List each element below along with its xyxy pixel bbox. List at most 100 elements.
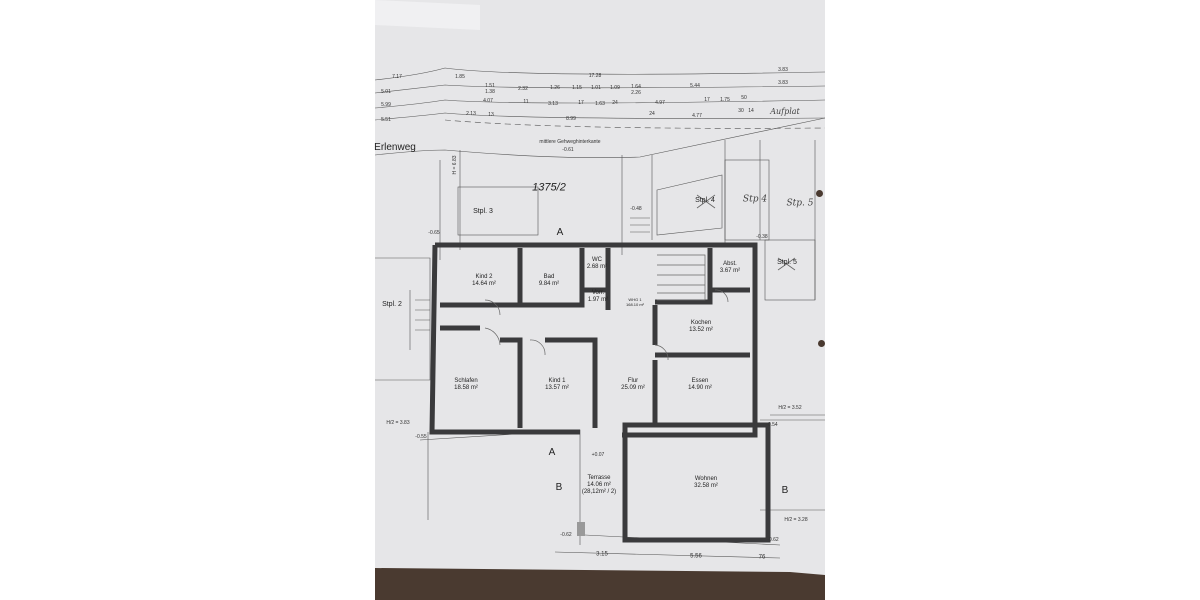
dimension: 5.51 (381, 117, 391, 123)
sidewalk-label: mittlere Gehweghinterkante (539, 139, 601, 145)
room-name: WC (592, 256, 602, 263)
room-area: 14.64 m² (472, 281, 496, 287)
dimension: 3.83 (778, 80, 788, 86)
stairs (484, 254, 729, 361)
room-area: 168.10 m² (625, 302, 645, 307)
room-name: Vorr. (591, 289, 605, 296)
parking-label: Stpl. 3 (473, 207, 493, 215)
section-marker-a: A (556, 227, 564, 238)
dimension: 4.77 (692, 113, 702, 119)
parking-label: Stpl. 4 (695, 196, 715, 204)
dimension: 11 (523, 99, 529, 105)
room-area: 13.57 m² (545, 385, 569, 391)
dimension: 76 (758, 554, 766, 561)
section-marker-b: B (555, 482, 563, 493)
room-vorr: Vorr.1.97 m² (588, 290, 608, 304)
room-name: Abst. (723, 260, 737, 267)
dimension: 50 (741, 95, 747, 101)
room-area: 9.84 m² (538, 281, 560, 287)
dimension: 5.01 (381, 89, 391, 95)
dimension: 1.01 (591, 85, 601, 91)
dimension: 2.26 (631, 90, 641, 96)
level-mark: +0.07 (591, 452, 605, 458)
room-name: Kind 2 (475, 273, 493, 280)
sidewalk-level: -0.61 (562, 147, 574, 153)
room-name: Flur (627, 377, 639, 384)
parking-label-handwritten: Stp. 5 (786, 198, 814, 209)
dimension: 5.99 (381, 102, 391, 108)
section-marker-a: A (548, 447, 556, 458)
dimension: 13 (488, 112, 494, 118)
level-mark: -0.38 (756, 234, 768, 240)
dimension: 2.13 (466, 111, 476, 117)
dimension: 17 (704, 97, 710, 103)
dimension: 3.15 (596, 551, 608, 558)
height-note: H/2 = 3.52 (778, 405, 802, 411)
dimension: 8.99 (566, 116, 576, 122)
punch-hole (816, 190, 823, 197)
dimension: 1.51 (485, 83, 495, 89)
dimension: 1.26 (550, 85, 560, 91)
dimension: 17.28 (588, 73, 602, 79)
dimension: 24 (612, 100, 618, 106)
room-area: 18.58 m² (454, 385, 478, 391)
room-name: Schlafen (454, 377, 478, 384)
level-mark: -0.55 (415, 434, 427, 440)
parcel-number: 1375/2 (532, 181, 566, 194)
dimension: 1.09 (610, 85, 620, 91)
dimension: 1.75 (720, 97, 730, 103)
room-note: (28,12m² / 2) (581, 489, 617, 496)
room-name: Wohnen (694, 475, 718, 482)
dimension: 14 (748, 108, 754, 114)
column (577, 522, 585, 536)
room-abst: Abst.3.67 m² (720, 261, 740, 275)
room-name: Kochen (690, 319, 712, 326)
level-mark: -0.65 (428, 230, 440, 236)
room-name: Terrasse (587, 475, 611, 482)
dimension: 4.97 (655, 100, 665, 106)
dimension: 2.32 (518, 86, 528, 92)
room-area: 25.09 m² (621, 385, 645, 391)
dimension: 1.85 (455, 74, 465, 80)
dimension: 5.56 (690, 553, 702, 560)
walls (429, 242, 771, 543)
parking-label-handwritten: Stp 4 (742, 194, 768, 205)
dimension: 3.83 (778, 67, 788, 73)
room-area: 14.90 m² (688, 385, 712, 391)
section-marker-b: B (781, 485, 789, 496)
handwritten-note: Aufplat (770, 107, 800, 117)
parking-label: Stpl. 2 (382, 300, 402, 308)
room-name: WHG 1 (628, 297, 642, 303)
room-area: 3.67 m² (719, 268, 741, 274)
paper-fold (375, 0, 480, 30)
room-name: Kind 1 (548, 377, 566, 384)
level-mark: -0.48 (630, 206, 642, 212)
room-area: 14.06 m² (587, 482, 611, 489)
dimension: 24 (649, 111, 655, 117)
room-area: 1.97 m² (587, 297, 609, 303)
dimension: 3.13 (548, 101, 558, 107)
dimension: 4.07 (483, 98, 493, 104)
parking-label: Stpl. 5 (777, 258, 797, 266)
room-name: Bad (543, 273, 555, 280)
punch-hole (818, 340, 825, 347)
room-name: Essen (691, 377, 709, 384)
room-area: 2.68 m² (586, 264, 608, 270)
street-label: Erlenweg (374, 142, 416, 153)
height-note: H/2 = 3.83 (386, 420, 410, 426)
dimension: 1.38 (485, 89, 495, 95)
level-mark: -0.54 (766, 422, 778, 428)
dimension: 1.64 (631, 84, 641, 90)
height-note: H/2 = 3.28 (784, 517, 808, 523)
